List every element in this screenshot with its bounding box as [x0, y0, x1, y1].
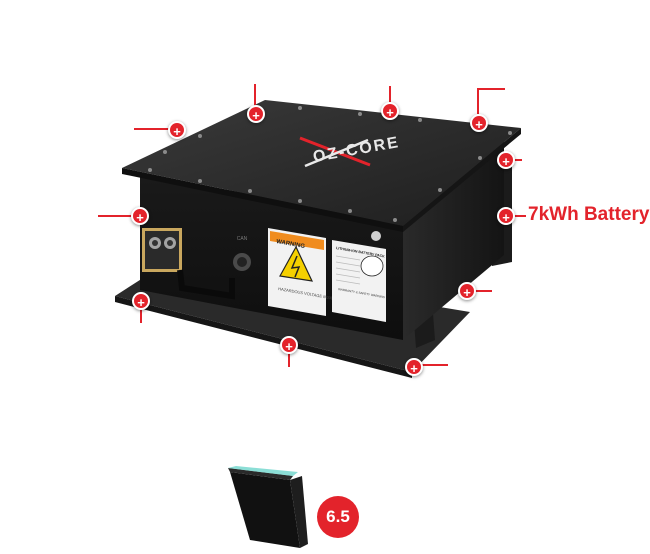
- signal-connector: CAN: [233, 236, 251, 271]
- hotspot-bracket-top[interactable]: +: [497, 151, 515, 169]
- plus-icon: +: [137, 295, 145, 310]
- hotspot-base-right[interactable]: +: [405, 358, 423, 376]
- plug-label: CAN: [237, 236, 248, 242]
- plus-icon: +: [173, 124, 181, 139]
- plus-icon: +: [252, 108, 260, 123]
- plus-icon: +: [502, 210, 510, 225]
- hotspot-base-left[interactable]: +: [132, 292, 150, 310]
- leader-line: [254, 84, 256, 108]
- handle: [177, 269, 235, 300]
- leader-line: [389, 86, 391, 106]
- leader-line: [140, 306, 142, 323]
- leader-line: [134, 128, 170, 130]
- leader-line: [472, 290, 492, 292]
- plus-icon: +: [136, 210, 144, 225]
- plus-icon: +: [475, 117, 483, 132]
- plus-icon: +: [410, 361, 418, 376]
- leader-line: [477, 88, 505, 90]
- leader-line: [512, 215, 526, 217]
- hotspot-base-front[interactable]: +: [280, 336, 298, 354]
- hotspot-side[interactable]: +: [458, 282, 476, 300]
- hotspot-connector[interactable]: +: [131, 207, 149, 225]
- nameplate-label: LITHIUM-ION BATTERY PACK WARRANTY & SAFE…: [332, 240, 386, 322]
- warning-label: WARNING HAZARDOUS VOLTAGE INSIDE: [268, 228, 337, 316]
- hotspot-lid-edge[interactable]: +: [168, 121, 186, 139]
- leader-line: [288, 350, 290, 367]
- hotspot-lid-right[interactable]: +: [470, 114, 488, 132]
- battery-capacity-label: 7kWh Battery: [528, 204, 650, 225]
- leader-line: [420, 364, 448, 366]
- power-connector: [142, 228, 182, 272]
- plus-icon: +: [463, 285, 471, 300]
- warning-title: WARNING: [276, 239, 306, 250]
- hotspot-lid-top[interactable]: +: [381, 102, 399, 120]
- leader-line: [477, 88, 479, 114]
- plus-icon: +: [285, 339, 293, 354]
- leader-line: [512, 159, 522, 161]
- side-wall: [403, 140, 504, 340]
- thumbnail-badge[interactable]: 6.5: [317, 496, 359, 538]
- lid: [122, 100, 521, 226]
- hotspot-battery[interactable]: +: [497, 207, 515, 225]
- leader-line: [98, 215, 132, 217]
- thumbnail-battery[interactable]: [228, 466, 308, 548]
- plus-icon: +: [386, 105, 394, 120]
- plus-icon: +: [502, 154, 510, 169]
- hotspot-lid-left[interactable]: +: [247, 105, 265, 123]
